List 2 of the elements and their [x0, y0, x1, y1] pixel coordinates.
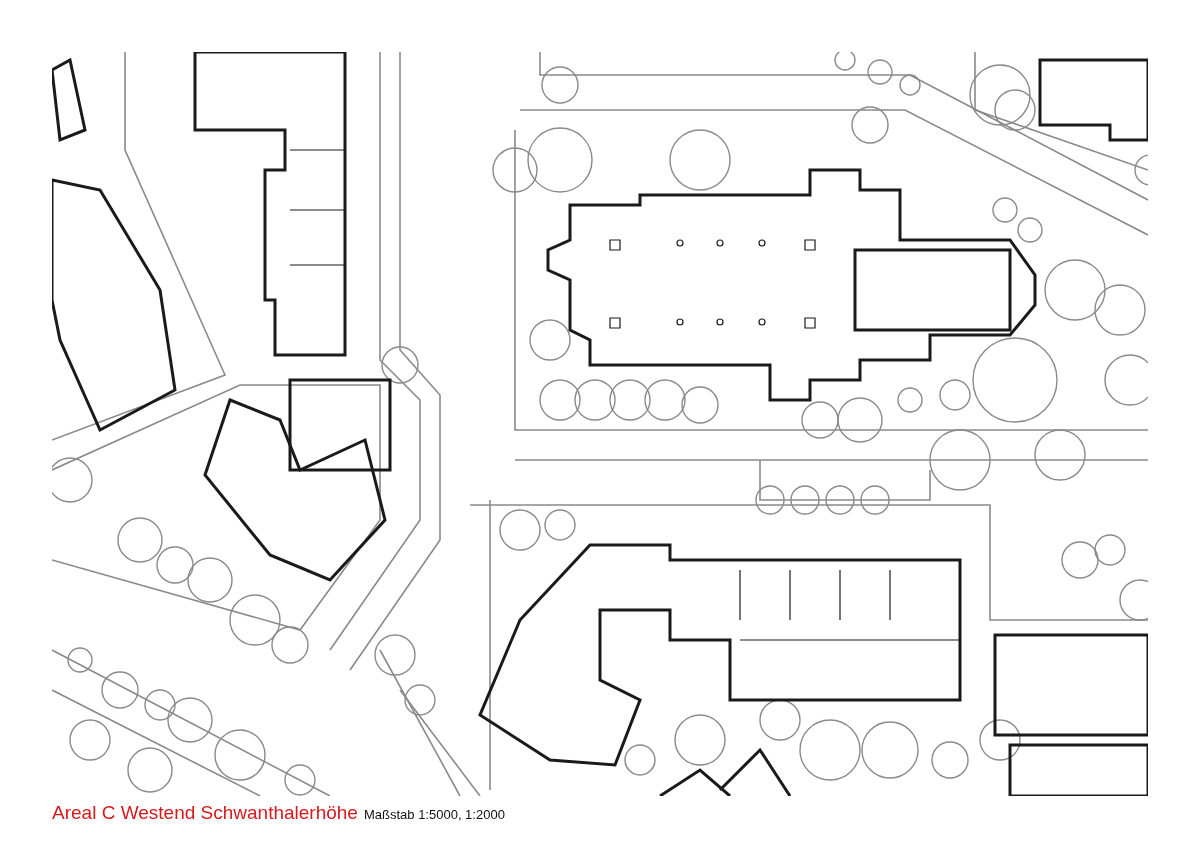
plan-title: Areal C Westend Schwanthalerhöhe — [52, 802, 358, 823]
scale-note: Maßstab 1:5000, 1:2000 — [363, 807, 505, 822]
